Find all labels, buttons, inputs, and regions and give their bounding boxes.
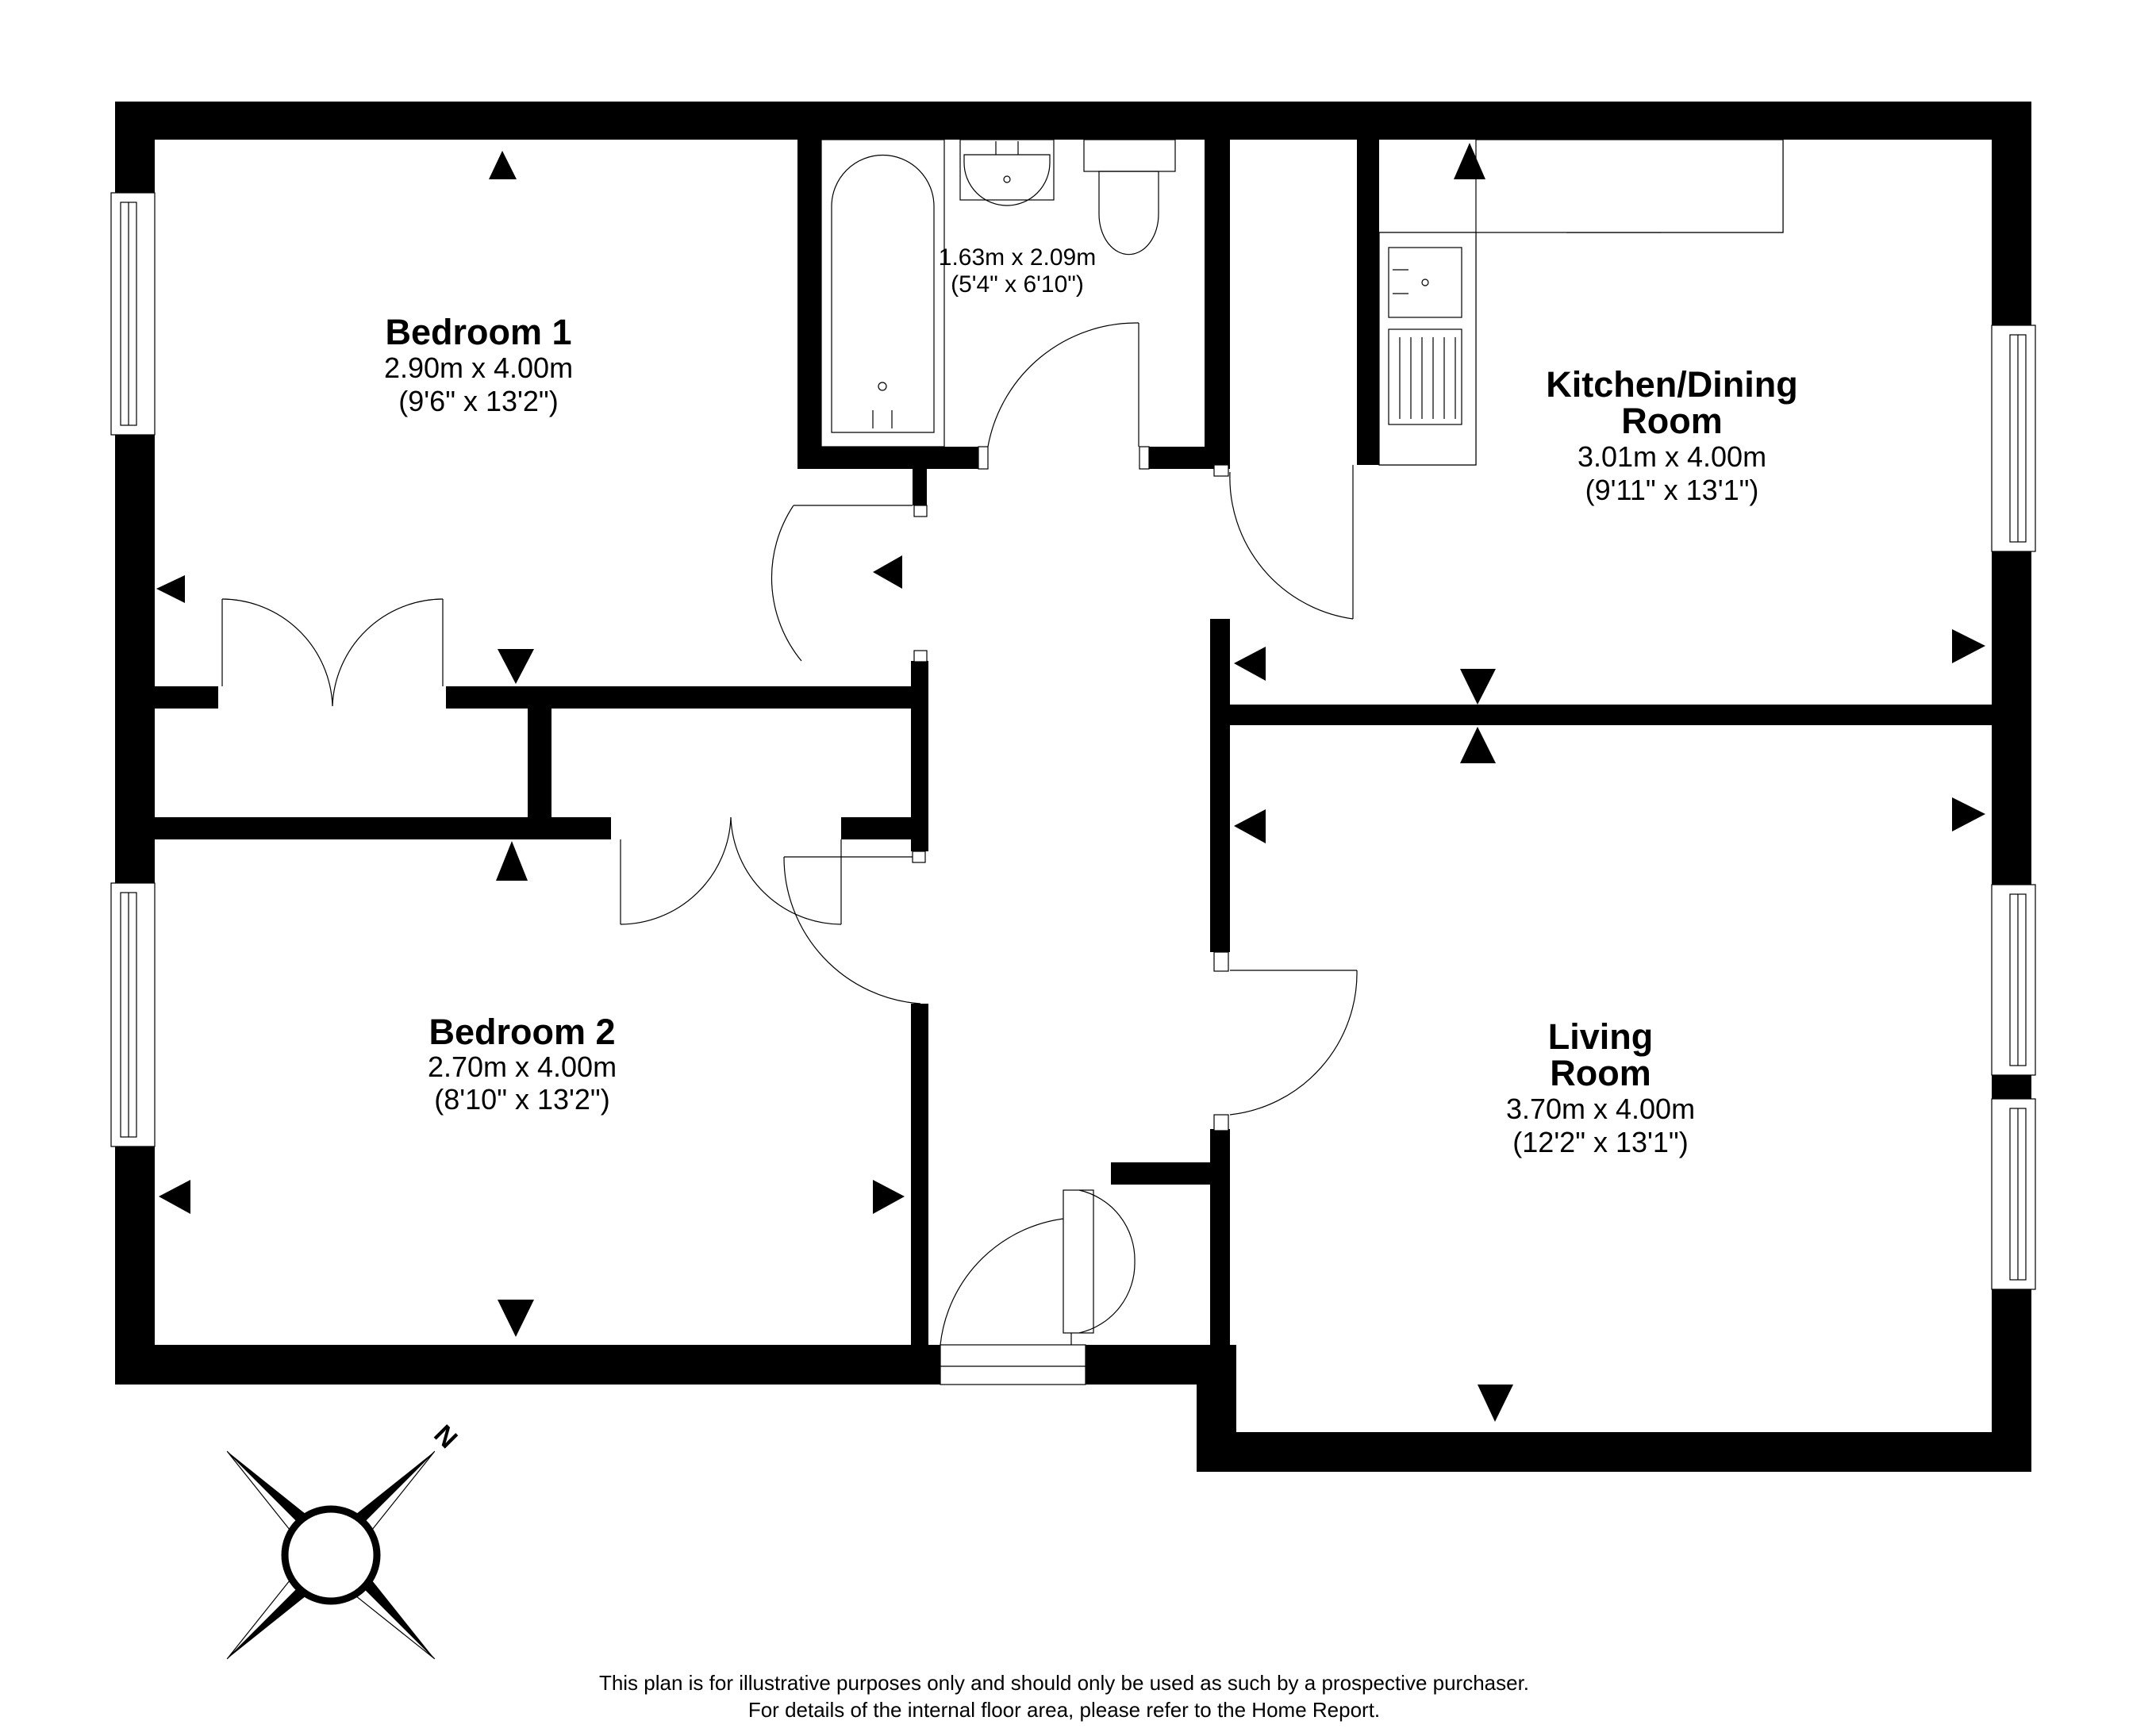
measurement-arrows [156,143,1985,1422]
bath-tub [820,139,945,447]
outer-walls [115,102,2031,1472]
bathroom-fixtures [820,139,1176,447]
living-imperial: (12'2" x 13'1") [1512,1126,1688,1158]
room-label-bedroom2: Bedroom 2 2.70m x 4.00m (8'10" x 13'2") [428,1012,617,1116]
living-name-line1: Living [1548,1016,1654,1057]
kitchen-metric: 3.01m x 4.00m [1578,440,1766,473]
disclaimer-line1: This plan is for illustrative purposes o… [599,1671,1529,1695]
bedroom1-metric: 2.90m x 4.00m [384,351,573,384]
living-metric: 3.70m x 4.00m [1506,1093,1695,1125]
compass-rose: N [226,1419,463,1660]
room-label-living: Living Room 3.70m x 4.00m (12'2" x 13'1"… [1506,1016,1695,1158]
toilet [1083,139,1176,255]
window-living-lower [1991,1098,2036,1290]
bedroom2-metric: 2.70m x 4.00m [428,1050,617,1083]
bedroom1-name: Bedroom 1 [385,312,571,352]
bathroom-metric: 1.63m x 2.09m [939,244,1096,271]
window-bedroom1 [110,192,156,436]
disclaimer-line2: For details of the internal floor area, … [748,1698,1380,1722]
window-bedroom2 [110,882,156,1147]
windows [110,192,2036,1385]
kitchen-fixtures [1378,139,1784,466]
front-door-threshold [940,1344,1086,1385]
kitchen-imperial: (9'11" x 13'1") [1585,474,1759,506]
interior-walls [155,140,1992,1385]
window-living-upper [1991,884,2036,1076]
bedroom2-imperial: (8'10" x 13'2") [434,1083,609,1116]
kitchen-name-line2: Room [1621,401,1723,441]
doors [221,322,1358,1346]
wash-basin [959,139,1055,206]
bedroom2-name: Bedroom 2 [428,1012,615,1052]
bedroom1-imperial: (9'6" x 13'2") [398,385,558,417]
room-label-kitchen: Kitchen/Dining Room 3.01m x 4.00m (9'11"… [1546,364,1797,506]
kitchen-name-line1: Kitchen/Dining [1546,364,1797,405]
room-label-bathroom: 1.63m x 2.09m (5'4" x 6'10") [939,244,1096,298]
compass-north-label: N [428,1419,463,1454]
room-label-bedroom1: Bedroom 1 2.90m x 4.00m (9'6" x 13'2") [384,312,573,417]
living-name-line2: Room [1550,1053,1651,1093]
bathroom-imperial: (5'4" x 6'10") [951,271,1084,298]
window-kitchen [1991,325,2036,552]
worktop-sink [1378,139,1784,466]
